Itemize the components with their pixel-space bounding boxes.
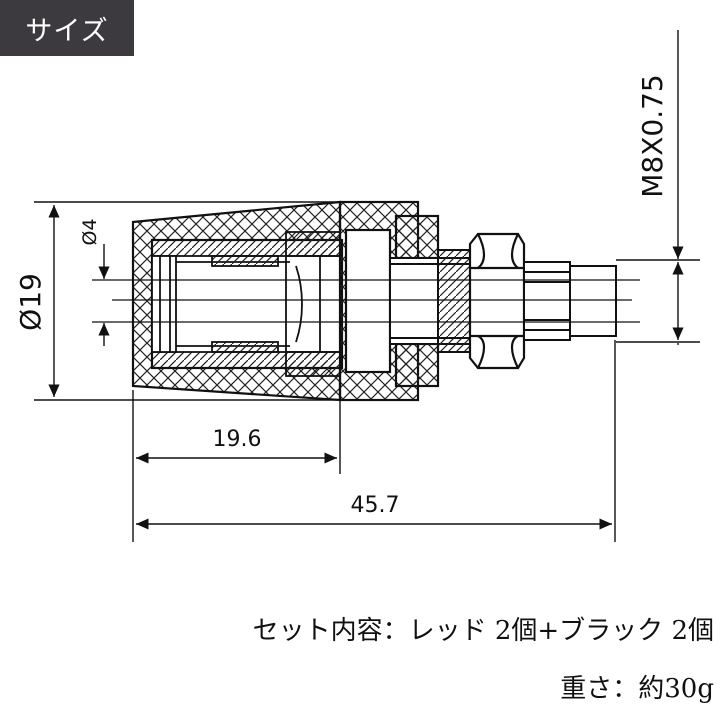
extension-lines <box>34 201 700 542</box>
threaded-stud <box>389 249 473 353</box>
thread-end <box>523 261 617 341</box>
dim-total-length: 45.7 <box>351 493 400 518</box>
dim-short-length: 19.6 <box>213 427 262 452</box>
dim-thread: M8X0.75 <box>636 74 669 198</box>
size-tag-label: サイズ <box>25 15 109 47</box>
dim-outer-diameter: Ø19 <box>14 273 47 331</box>
size-tag: サイズ <box>0 0 134 56</box>
center-lines <box>92 279 640 323</box>
hex-nut <box>468 232 526 370</box>
inner-sleeve <box>151 231 343 377</box>
technical-drawing: Ø19 Ø4 M8X0.75 19.6 45.7 <box>14 30 700 542</box>
dim-inner-diameter: Ø4 <box>79 218 101 245</box>
set-contents-text: セット内容：レッド 2個+ブラック 2個 <box>252 616 714 646</box>
weight-text: 重さ：約30g <box>560 674 714 704</box>
dimension-lines <box>48 30 684 530</box>
